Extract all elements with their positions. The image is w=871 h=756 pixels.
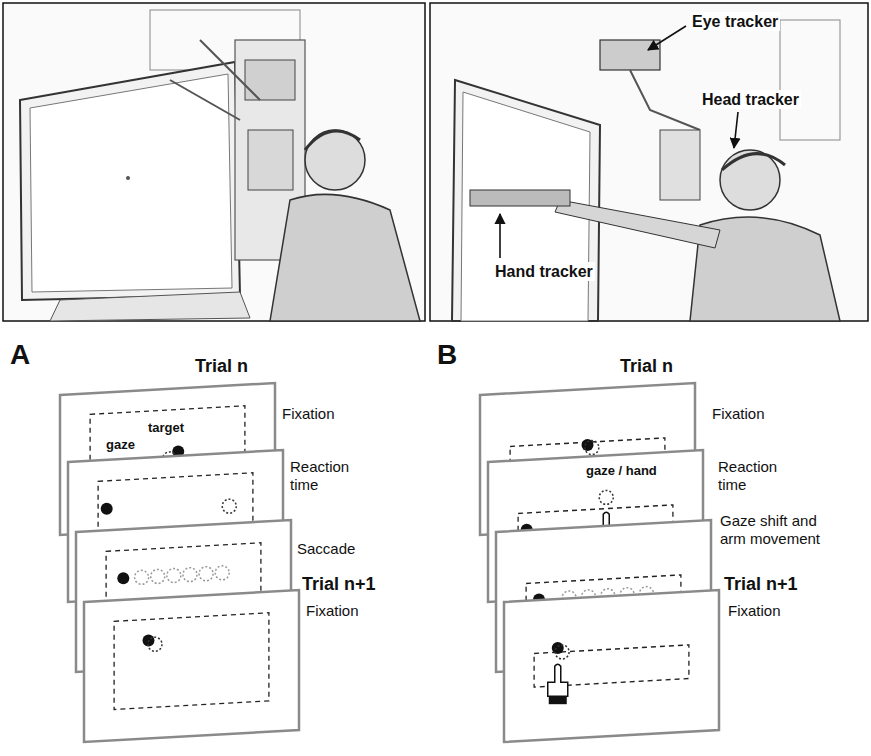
- photo-label: Head tracker: [700, 90, 801, 109]
- photo-left: [3, 3, 425, 321]
- gaze-circle: [148, 637, 162, 651]
- step-label: gaze: [106, 437, 135, 453]
- gaze-circle: [555, 645, 569, 659]
- step-label: Trial n: [620, 356, 673, 378]
- panel-letter: A: [10, 338, 30, 372]
- step-label: Saccade: [297, 540, 355, 558]
- step-label: Fixation: [728, 602, 781, 620]
- hand-icon: [548, 664, 568, 704]
- gaze-circle: [222, 499, 236, 513]
- screen: [84, 590, 299, 742]
- photo-right: [430, 3, 868, 321]
- target-dot: [101, 503, 113, 515]
- gaze-circle: [183, 568, 197, 582]
- screen-frame: [84, 590, 299, 742]
- photo-label: Eye tracker: [690, 12, 780, 31]
- step-label: Fixation: [282, 405, 335, 423]
- gaze-circle: [167, 569, 181, 583]
- leader-arrow: [734, 112, 738, 148]
- workspace-dashed: [114, 613, 269, 710]
- leader-arrow: [648, 26, 686, 50]
- step-label: Fixation: [712, 405, 765, 423]
- gaze-circle: [599, 490, 613, 504]
- step-label: Reaction time: [290, 458, 370, 494]
- step-label: gaze / hand: [586, 463, 657, 479]
- trial-screens: [60, 383, 719, 742]
- gaze-circle: [135, 570, 149, 584]
- gaze-circle: [585, 441, 599, 455]
- step-label: Gaze shift and arm movement: [720, 512, 835, 548]
- screen-frame: [504, 590, 719, 742]
- step-label: Trial n+1: [302, 574, 376, 596]
- gaze-circle: [215, 566, 229, 580]
- gaze-circle: [199, 567, 213, 581]
- target-dot: [552, 642, 564, 654]
- leader-arrows: [500, 26, 738, 258]
- step-label: target: [148, 420, 184, 436]
- hand-cuff: [549, 696, 567, 704]
- screen: [504, 590, 719, 742]
- target-dot: [117, 572, 129, 584]
- leader-arrow: [499, 214, 501, 258]
- step-label: Trial n+1: [724, 574, 798, 596]
- step-label: Trial n: [195, 356, 248, 378]
- step-label: Fixation: [306, 602, 359, 620]
- hand-outline: [548, 664, 568, 696]
- gaze-circle: [151, 569, 165, 583]
- step-label: Reaction time: [718, 458, 798, 494]
- panel-letter: B: [437, 338, 457, 372]
- photo-label: Hand tracker: [493, 262, 595, 281]
